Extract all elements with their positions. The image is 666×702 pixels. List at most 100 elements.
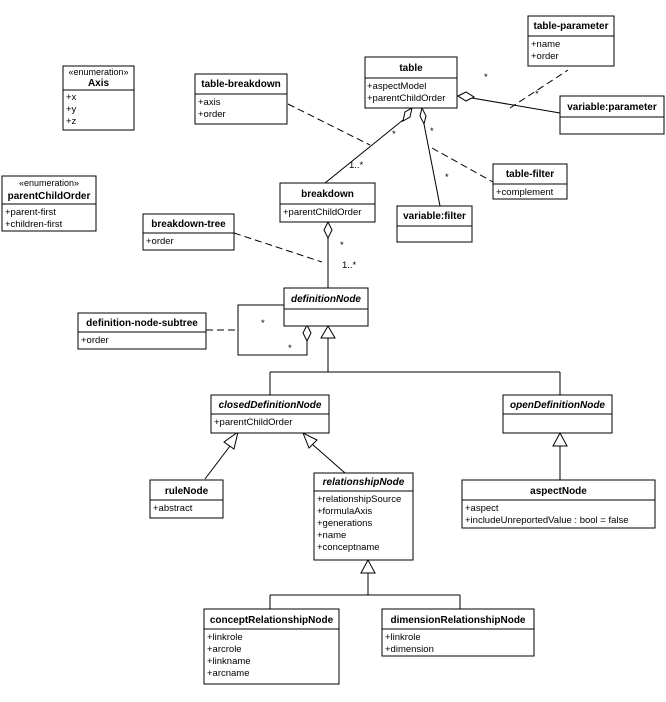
generalization-triangle-rule-node [223,430,239,450]
class-concept-relationship-node-attr: +linkrole [207,632,243,643]
assoc-table-filter-dashed [431,147,494,183]
class-closed-definition-node: closedDefinitionNode +parentChildOrder [210,394,330,434]
class-table-breakdown: table-breakdown +axis +order [194,73,288,125]
class-concept-relationship-node: conceptRelationshipNode +linkrole +arcro… [203,608,340,685]
assoc-breakdown-tree-dashed [233,232,323,263]
class-relationship-node-attr: +generations [317,518,372,529]
class-breakdown-tree: breakdown-tree +order [142,213,235,251]
class-dimension-relationship-node-attr: +dimension [385,644,434,655]
class-variable-filter: variable:filter [396,205,473,243]
class-table-filter-attr: +complement [496,187,554,198]
class-concept-relationship-node-attr: +arcname [207,668,250,679]
class-table-attr: +aspectModel [367,81,426,92]
class-definition-node-title: definitionNode [291,294,361,305]
class-aspect-node-attr: +aspect [465,503,499,514]
class-relationship-node-attr: +relationshipSource [317,494,401,505]
class-table: table +aspectModel +parentChildOrder [364,56,458,109]
mult-breakdown-tree: * [340,240,344,251]
class-axis-attr: +y [66,104,77,115]
generalization-triangle-aspect-node [552,431,568,447]
mult-table-breakdown-many: 1..* [349,160,364,171]
class-table-breakdown-title: table-breakdown [201,79,280,90]
generalization-triangle-definition-node [320,325,336,339]
class-table-parameter: table-parameter +name +order [527,15,615,67]
class-table-breakdown-attr: +axis [198,97,221,108]
class-axis: «enumeration» Axis +x +y +z [62,65,135,131]
class-rule-node-title: ruleNode [165,486,209,497]
class-aspect-node-title: aspectNode [530,486,587,497]
class-concept-relationship-node-title: conceptRelationshipNode [210,615,334,626]
class-parent-child-order-stereotype: «enumeration» [19,178,79,188]
generalization-triangle-relationship-children [360,558,376,574]
class-breakdown-tree-attr: +order [146,236,174,247]
class-relationship-node-attr: +formulaAxis [317,506,372,517]
class-variable-parameter-title: variable:parameter [567,102,657,113]
generalization-triangle-relationship-node [302,431,318,449]
class-dimension-relationship-node-attr: +linkrole [385,632,421,643]
class-axis-stereotype: «enumeration» [68,67,128,77]
assoc-table-breakdown [324,119,404,184]
mult-breakdown-tree-many: 1..* [342,260,357,271]
mult-table-param-b: * [535,89,539,100]
class-variable-parameter: variable:parameter [559,95,665,135]
class-variable-filter-title: variable:filter [403,211,466,222]
mult-table-filter-a: * [430,126,434,137]
class-parent-child-order-attr: +parent-first [5,207,56,218]
class-parent-child-order-title: parentChildOrder [8,191,91,202]
assoc-table-variable-parameter [465,96,561,114]
class-definition-node: definitionNode [283,287,369,327]
class-rule-node-attr: +abstract [153,503,193,514]
aggregation-diamond-table-filter [419,106,427,126]
class-table-parameter-title: table-parameter [533,21,608,32]
mult-subtree-a: * [261,318,265,329]
class-breakdown: breakdown +parentChildOrder [279,182,376,223]
class-parent-child-order-attr: +children-first [5,219,63,230]
class-definition-node-subtree-attr: +order [81,335,109,346]
aggregation-diamond-breakdown [323,220,333,240]
assoc-table-parameter-dashed [509,69,569,109]
class-parent-child-order: «enumeration» parentChildOrder +parent-f… [1,175,97,232]
class-relationship-node-attr: +conceptname [317,542,380,553]
class-closed-definition-node-title: closedDefinitionNode [219,400,322,411]
mult-table-breakdown: * [392,129,396,140]
class-rule-node: ruleNode +abstract [149,479,224,519]
class-concept-relationship-node-attr: +linkname [207,656,251,667]
class-table-attr: +parentChildOrder [367,93,445,104]
class-concept-relationship-node-attr: +arcrole [207,644,242,655]
class-definition-node-subtree: definition-node-subtree +order [77,312,207,350]
aggregation-diamond-table-breakdown [402,107,413,122]
class-table-filter-title: table-filter [506,169,554,180]
gen-rule-node [204,445,231,480]
aggregation-diamond-self [302,323,312,343]
class-aspect-node-attr: +includeUnreportedValue : bool = false [465,515,629,526]
class-axis-attr: +x [66,92,77,103]
class-table-title: table [399,63,423,74]
class-definition-node-subtree-title: definition-node-subtree [86,318,198,329]
assoc-table-breakdown-dashed [287,103,371,146]
mult-table-filter-b: * [445,172,449,183]
class-table-breakdown-attr: +order [198,109,226,120]
class-aspect-node: aspectNode +aspect +includeUnreportedVal… [461,479,656,529]
class-relationship-node: relationshipNode +relationshipSource +fo… [313,472,414,561]
class-closed-definition-node-attr: +parentChildOrder [214,417,292,428]
gen-relationship-node [311,443,346,474]
class-breakdown-attr: +parentChildOrder [283,207,361,218]
class-relationship-node-attr: +name [317,530,346,541]
class-table-filter: table-filter +complement [492,163,568,200]
class-open-definition-node-title: openDefinitionNode [510,400,605,411]
class-axis-attr: +z [66,116,77,127]
class-open-definition-node: openDefinitionNode [502,394,613,434]
class-breakdown-tree-title: breakdown-tree [151,219,226,230]
mult-subtree-b: * [288,343,292,354]
assoc-table-variable-filter [423,123,441,207]
class-table-parameter-attr: +name [531,39,560,50]
class-relationship-node-title: relationshipNode [323,477,405,488]
class-dimension-relationship-node-title: dimensionRelationshipNode [390,615,525,626]
class-dimension-relationship-node: dimensionRelationshipNode +linkrole +dim… [381,608,535,657]
class-table-parameter-attr: +order [531,51,559,62]
multiplicity-labels: * * * 1..* * * * 1..* * * [261,72,539,354]
mult-table-param-a: * [484,72,488,83]
aggregation-diamond-table-parameter [456,91,476,102]
class-breakdown-title: breakdown [301,189,354,200]
